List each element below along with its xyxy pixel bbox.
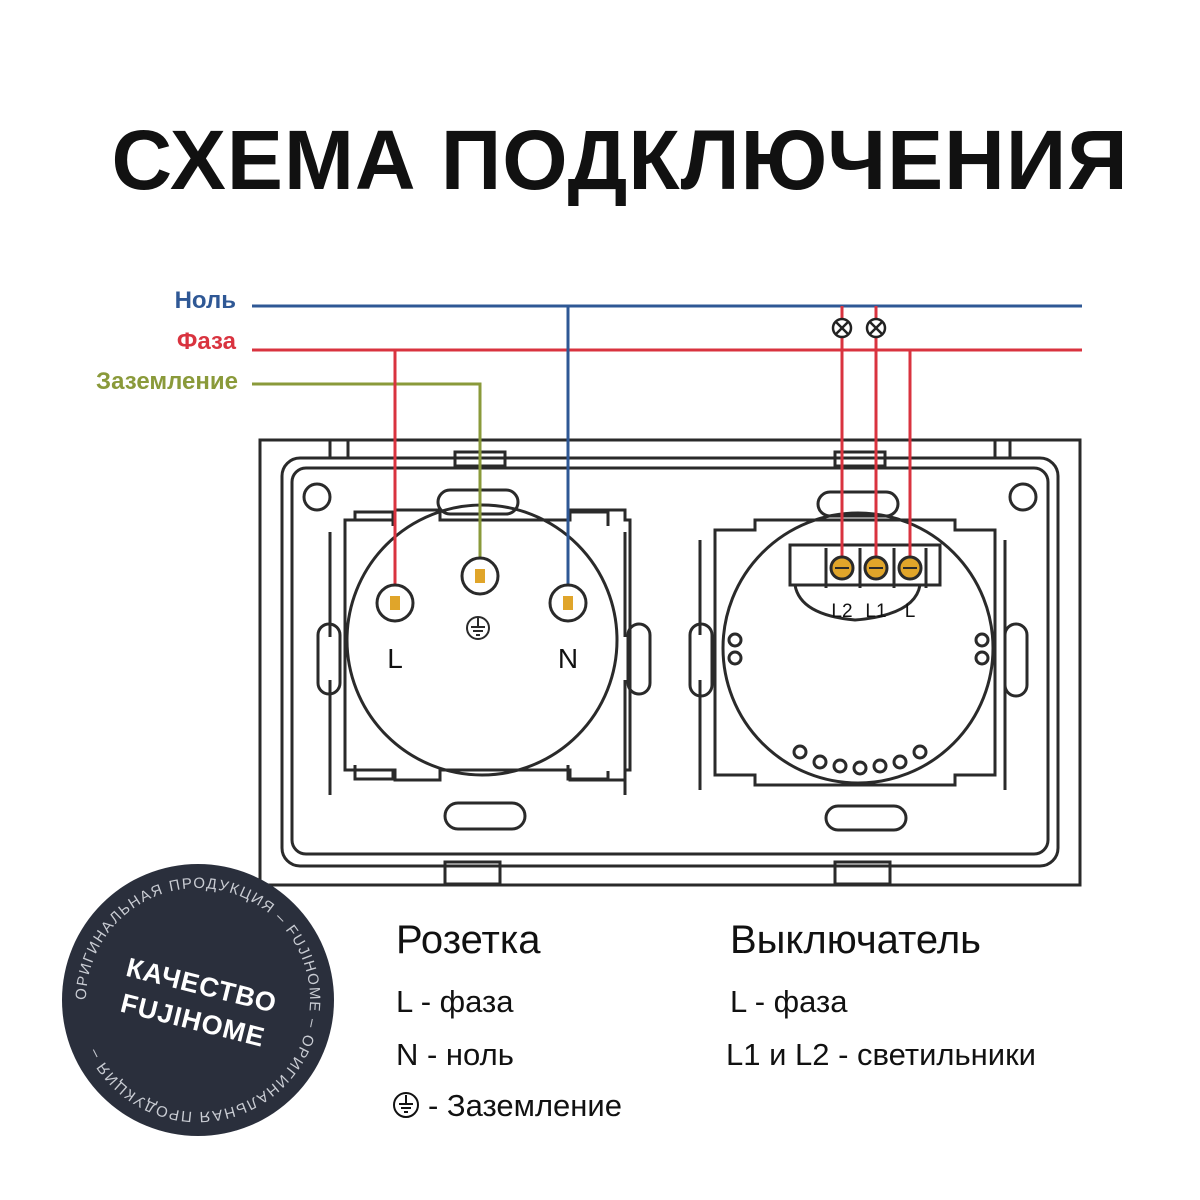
socket-l-label: L — [387, 643, 403, 674]
socket-n-label: N — [558, 643, 578, 674]
quality-badge: ОРИГИНАЛЬНАЯ ПРОДУКЦИЯ – FUJIHOME – ОРИГ… — [62, 864, 334, 1136]
switch-l1-label: L1 — [865, 601, 886, 622]
socket-legend-phase: L - фаза — [396, 984, 514, 1019]
lamp-icon — [865, 317, 887, 339]
socket-legend-title: Розетка — [396, 918, 541, 962]
page-title: СХЕМА ПОДКЛЮЧЕНИЯ — [111, 113, 1129, 207]
switch-l-label: L — [905, 601, 916, 622]
ground-icon — [466, 616, 490, 640]
lamp-icon — [831, 317, 853, 339]
badge-circle — [62, 864, 334, 1136]
switch-legend-phase: L - фаза — [730, 984, 848, 1019]
socket-legend-neutral: N - ноль — [396, 1037, 514, 1072]
ground-bus — [252, 382, 482, 580]
socket-module — [316, 488, 652, 831]
switch-terminal-l2 — [829, 555, 855, 581]
neutral-wire-label: Ноль — [174, 287, 236, 314]
socket-terminal-ground — [460, 556, 500, 596]
switch-module — [688, 490, 1029, 832]
outlet-frame — [258, 438, 1082, 887]
socket-legend-ground-row: - Заземление — [392, 1088, 622, 1124]
switch-legend-title: Выключатель — [730, 918, 982, 962]
socket-legend-ground: - Заземление — [428, 1088, 622, 1123]
socket-terminal-l — [375, 583, 415, 623]
ground-wire-label: Заземление — [96, 368, 238, 395]
socket-terminal-n — [548, 583, 588, 623]
switch-terminal-l1 — [863, 555, 889, 581]
ground-icon — [393, 1092, 419, 1118]
phase-wire-label: Фаза — [176, 328, 236, 355]
switch-l2-label: L2 — [831, 601, 852, 622]
switch-terminal-l — [897, 555, 923, 581]
switch-legend-lamps: L1 и L2 - светильники — [726, 1037, 1036, 1072]
